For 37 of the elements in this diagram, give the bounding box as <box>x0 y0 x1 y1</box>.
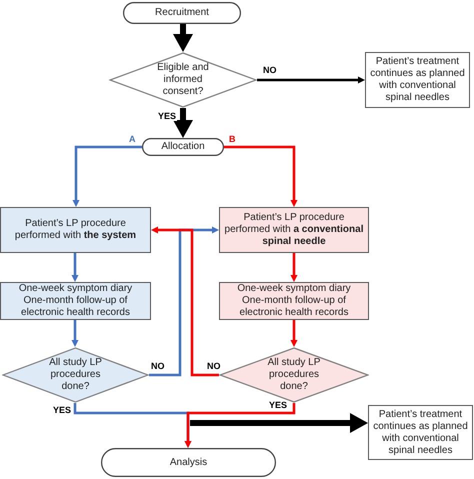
node-text: One-week symptom diary One-month follow-up of electronic health records <box>236 283 352 319</box>
edge-label: B <box>228 135 236 144</box>
process-box <box>219 282 369 320</box>
node-text: One-week symptom diary One-month follow-up of electronic health records <box>18 283 134 319</box>
node-text: All study LP procedures done? <box>48 357 103 393</box>
node-text: Recruitment <box>154 7 210 19</box>
decision-diamond <box>2 347 149 403</box>
node-text: Patient’s LP procedure performed with the system <box>14 218 138 242</box>
arrow <box>290 253 298 282</box>
thick-arrow <box>190 413 368 433</box>
arrow <box>290 320 298 347</box>
node-text: Allocation <box>160 141 206 153</box>
node-text: Analysis <box>168 456 208 468</box>
process-box <box>0 282 151 320</box>
thick-arrow <box>173 108 193 138</box>
node-text: All study LP procedures done? <box>266 357 322 393</box>
arrow <box>72 146 142 207</box>
arrow <box>72 253 78 282</box>
decision-diamond <box>219 347 369 403</box>
edge-label: YES <box>268 401 288 410</box>
process-box <box>0 207 151 253</box>
arrow <box>224 146 298 207</box>
arrow <box>184 403 296 448</box>
edge-label: NO <box>150 362 166 371</box>
edge-label: YES <box>157 112 178 121</box>
arrow <box>257 76 365 84</box>
edge-label: A <box>128 135 136 144</box>
node-text: Patient’s LP procedure performed with a conventional spinal needle <box>224 212 364 248</box>
node-text: Patient’s treatment continues as planned with conventional spinal needles <box>369 56 466 104</box>
edge-label: NO <box>206 362 222 371</box>
edge-label: YES <box>52 406 72 415</box>
edge-label: NO <box>262 66 278 75</box>
decision-diamond <box>109 52 257 108</box>
node-text: Patient’s treatment continues as planned with conventional spinal needles <box>372 408 469 456</box>
arrow <box>72 320 78 347</box>
node-text: Eligible and informed consent? <box>156 62 210 98</box>
thick-arrow <box>173 24 193 52</box>
